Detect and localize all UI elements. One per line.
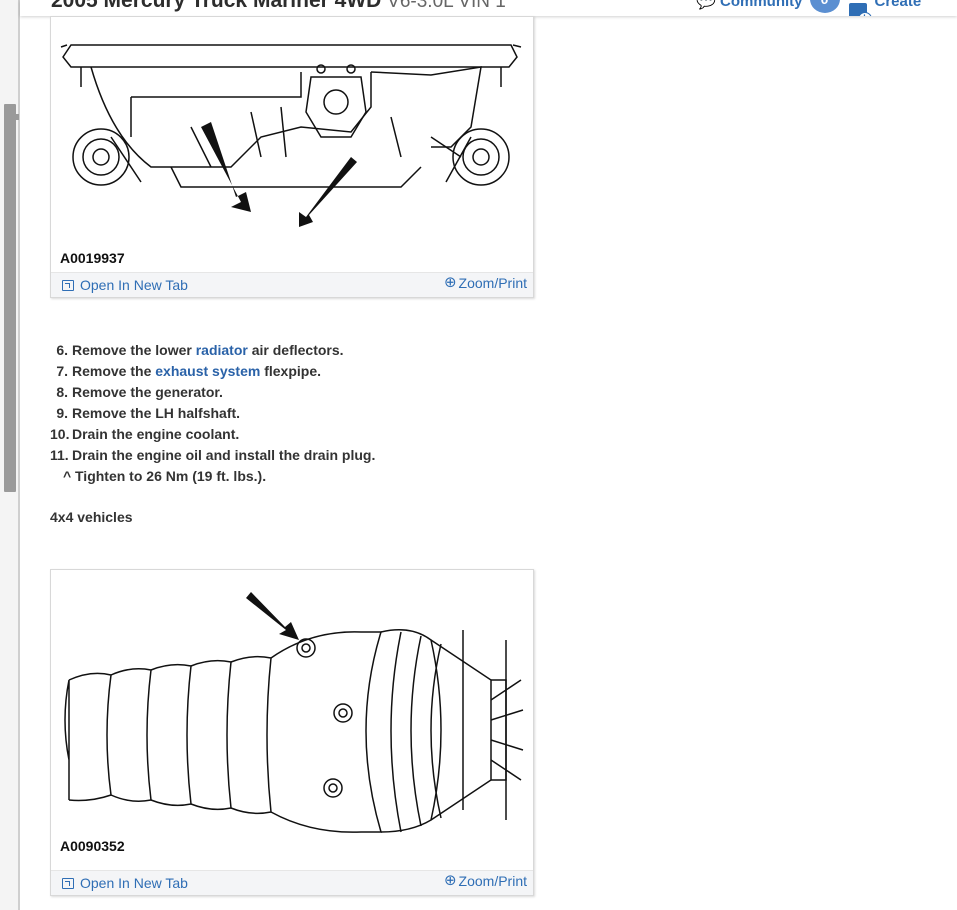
create-quote-button[interactable]: Create Quote [849,0,957,16]
step-8: 8.Remove the generator. [50,382,375,403]
vehicle-title: 2005 Mercury Truck Mariner 4WD V6-3.0L V… [51,0,506,14]
open-in-new-tab-link[interactable]: Open In New Tab [62,875,188,891]
figure-actions-bar: Open In New Tab ⊕ Zoom/Print [51,870,533,895]
section-heading: 4x4 vehicles [50,509,133,525]
figure-id-label: A0019937 [60,250,125,266]
zoom-print-label: Zoom/Print [458,873,527,889]
step-number: 11. [50,447,69,463]
step-11: 11.Drain the engine oil and install the … [50,445,375,466]
open-in-new-tab-link[interactable]: Open In New Tab [62,277,188,293]
exhaust-system-link[interactable]: exhaust system [155,363,261,379]
open-new-tab-icon [62,279,74,291]
step-text: Remove the LH halfshaft. [72,405,241,421]
zoom-print-link[interactable]: ⊕ Zoom/Print [443,872,527,890]
zoom-print-link[interactable]: ⊕ Zoom/Print [443,274,527,292]
community-button[interactable]: 💬 Community 0 [696,0,840,13]
step-text: air deflectors. [247,342,344,358]
open-new-tab-icon [62,877,74,889]
step-number: 9. [56,405,68,421]
gutter-divider [18,0,20,910]
vehicle-title-text: 2005 Mercury Truck Mariner 4WD [51,0,382,12]
vehicle-engine-text: V6-3.0L VIN 1 [387,0,506,12]
step-text: Remove the [72,363,156,379]
zoom-icon: ⊕ [443,872,457,889]
community-count-badge: 0 [809,0,840,13]
step-10: 10.Drain the engine coolant. [50,424,375,445]
step-6: 6.Remove the lower radiator air deflecto… [50,340,375,361]
zoom-print-label: Zoom/Print [458,275,527,291]
radiator-link[interactable]: radiator [195,342,248,358]
procedure-steps: 6.Remove the lower radiator air deflecto… [50,340,375,487]
figure-actions-bar: Open In New Tab ⊕ Zoom/Print [51,272,533,297]
figure-id-label: A0090352 [60,838,125,854]
figure-2-illustration [64,592,524,833]
step-number: 10. [50,426,70,442]
substep-caret: ^ [63,468,72,484]
open-in-new-tab-label: Open In New Tab [80,277,188,293]
step-9: 9.Remove the LH halfshaft. [50,403,375,424]
quote-add-icon [849,3,871,16]
step-text: Drain the engine oil and install the dra… [72,447,376,463]
step-text: flexpipe. [260,363,321,379]
step-text: Drain the engine coolant. [72,426,240,442]
chat-icon: 💬 [696,0,716,10]
community-label: Community [720,0,803,10]
step-7: 7.Remove the exhaust system flexpipe. [50,361,375,382]
step-number: 8. [56,384,68,400]
step-number: 7. [56,363,68,379]
open-in-new-tab-label: Open In New Tab [80,875,188,891]
step-text: Remove the lower [72,342,196,358]
figure-card-1: A0019937 Open In New Tab ⊕ Zoom/Print [50,16,534,298]
gutter-marker [16,114,19,120]
substep-torque: ^Tighten to 26 Nm (19 ft. lbs.). [63,466,375,487]
create-quote-label: Create Quote [874,0,922,16]
figure-card-2: A0090352 Open In New Tab ⊕ Zoom/Print [50,569,534,896]
step-number: 6. [56,342,68,358]
page-header: 2005 Mercury Truck Mariner 4WD V6-3.0L V… [20,0,957,16]
figure-1-illustration [60,44,522,227]
scrollbar-thumb[interactable] [4,104,16,492]
zoom-icon: ⊕ [443,274,457,291]
step-text: Remove the generator. [72,384,223,400]
substep-text: Tighten to 26 Nm (19 ft. lbs.). [75,468,267,484]
